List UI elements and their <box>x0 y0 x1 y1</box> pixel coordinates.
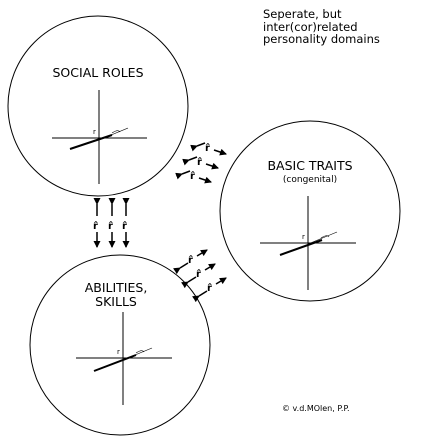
r-hat-label-sa2: r̂ <box>108 220 113 232</box>
abilities-skills-title-line-1: ABILITIES, <box>84 280 148 295</box>
social-roles-title: SOCIAL ROLES <box>52 65 144 80</box>
caption-line-1: Seperate, but <box>263 7 342 21</box>
r-hat-label-sb3: r̂ <box>190 170 195 182</box>
abilities-skills-axes: r <box>76 312 172 405</box>
r-hat-label-sa1: r̂ <box>93 220 98 232</box>
r-hat-label-ba2: r̂ <box>196 268 201 280</box>
basic-traits-r-label: r <box>302 233 305 241</box>
r-hat-label-ba1: r̂ <box>188 254 193 266</box>
copyright-notice: © v.d.MOlen, P.P. <box>282 404 350 413</box>
social-roles-circle <box>7 15 189 197</box>
social-roles-axes: r <box>52 90 147 184</box>
arrows-social-basic: r̂ r̂ r̂ <box>175 142 227 184</box>
basic-traits-title: BASIC TRAITS <box>267 158 353 173</box>
arrows-basic-abilities: r̂ r̂ r̂ <box>173 249 227 303</box>
basic-traits-subtitle: (congenital) <box>282 175 338 185</box>
basic-traits-axes: r <box>260 196 356 290</box>
caption-line-3: personality domains <box>263 32 380 46</box>
caption-line-2: inter(cor)related <box>263 19 358 34</box>
r-hat-label-sb1: r̂ <box>205 142 210 154</box>
abilities-skills-title: ABILITIES, SKILLS <box>66 281 166 309</box>
r-hat-label-sb2: r̂ <box>197 156 202 168</box>
abilities-skills-title-line-2: SKILLS <box>95 294 137 309</box>
social-roles-r-label: r <box>93 128 96 136</box>
diagram-caption: Seperate, but inter(cor)related personal… <box>263 8 413 46</box>
abilities-skills-r-label: r <box>117 348 120 356</box>
r-hat-label-sa3: r̂ <box>122 220 127 232</box>
arrows-social-abilities: r̂ r̂ r̂ <box>93 198 130 248</box>
r-hat-label-ba3: r̂ <box>207 282 212 294</box>
basic-traits-circle <box>219 120 401 302</box>
abilities-skills-circle <box>29 254 211 436</box>
